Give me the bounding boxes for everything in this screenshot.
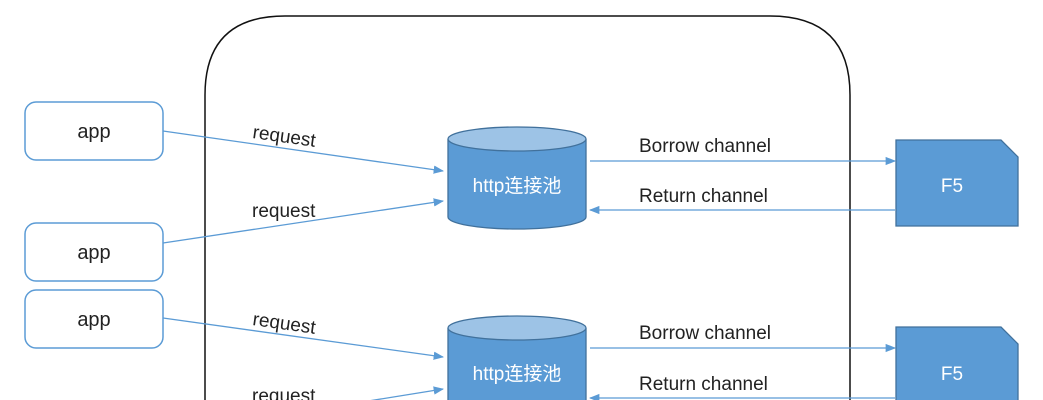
f5-node-2[interactable]: F5 [895, 326, 1019, 400]
return-label-1: Return channel [639, 186, 768, 207]
return-label-2: Return channel [639, 374, 768, 395]
request-label-3: request [251, 309, 317, 339]
f5-box [895, 326, 1019, 400]
request-arrow-2 [162, 198, 445, 244]
app-node-3[interactable]: app [24, 289, 164, 349]
request-label-2: request [252, 201, 316, 222]
pool-label: http连接池 [473, 175, 562, 197]
borrow-label-1: Borrow channel [639, 136, 771, 157]
request-label-1: request [251, 122, 317, 152]
app-label: app [77, 309, 110, 331]
cylinder-body [447, 139, 587, 230]
app-label: app [77, 121, 110, 143]
pool-label: http连接池 [473, 363, 562, 385]
app-label: app [77, 242, 110, 264]
request-arrow-4 [370, 386, 445, 400]
request-arrow-1 [162, 130, 445, 174]
connection-pool-1[interactable]: http连接池 [447, 126, 587, 230]
f5-node-1[interactable]: F5 [895, 139, 1019, 227]
f5-label: F5 [941, 176, 963, 197]
app-box [24, 289, 164, 349]
app-box [24, 222, 164, 282]
app-node-1[interactable]: app [24, 101, 164, 161]
borrow-label-2: Borrow channel [639, 323, 771, 344]
app-node-2[interactable]: app [24, 222, 164, 282]
cylinder-body [447, 328, 587, 400]
request-arrow-3 [162, 317, 445, 360]
cylinder-top [447, 126, 587, 152]
connection-pool-2[interactable]: http连接池 [447, 315, 587, 400]
f5-box [895, 139, 1019, 227]
container-boundary [204, 15, 851, 400]
cylinder-top [447, 315, 587, 341]
f5-label: F5 [941, 364, 963, 385]
request-label-4: request [252, 386, 316, 400]
